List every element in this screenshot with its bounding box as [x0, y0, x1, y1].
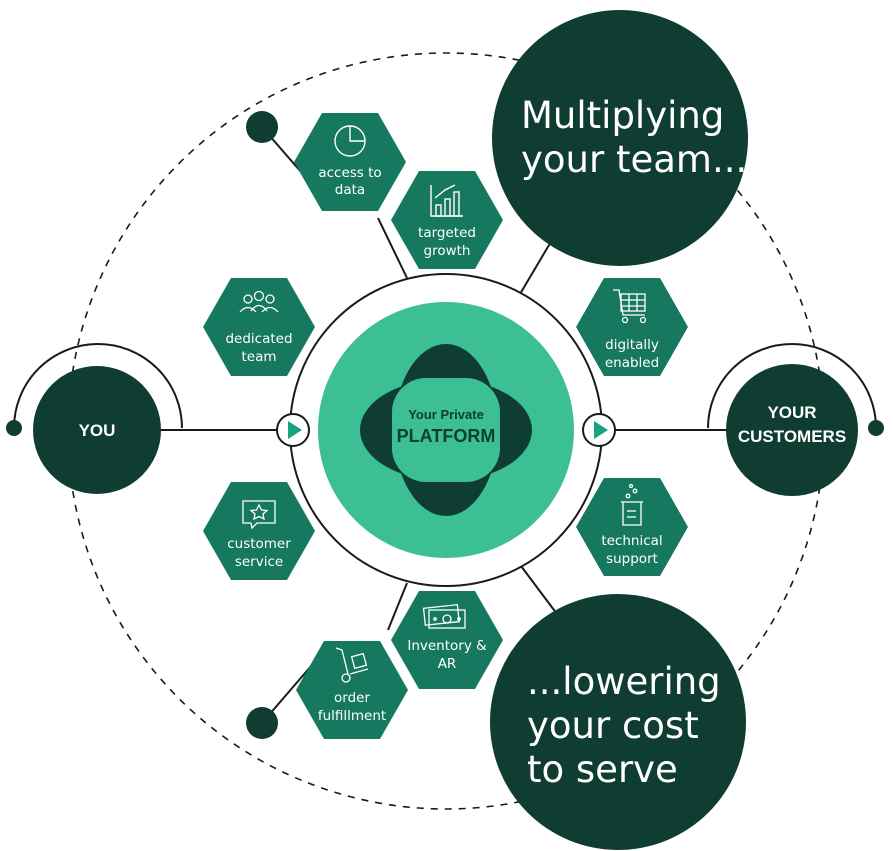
- digitally-enabled-line1: digitally: [605, 337, 659, 353]
- platform-line1: Your Private: [408, 407, 484, 422]
- platform-core: [392, 378, 500, 482]
- bar-chart-icon: [430, 184, 463, 217]
- pie-chart-icon: [334, 125, 366, 157]
- customers-node: YOUR CUSTOMERS: [726, 364, 858, 496]
- customer-service-line1: customer: [227, 536, 291, 552]
- hex-targeted-growth: targeted growth: [391, 171, 503, 269]
- order-fulfillment-line1: order: [334, 690, 370, 706]
- targeted-growth-line2: growth: [424, 243, 471, 259]
- shopping-cart-icon: [613, 289, 647, 324]
- customer-service-line2: service: [235, 554, 283, 570]
- hex-technical-support: technical support: [576, 478, 688, 576]
- headline-bottom-line3: to serve: [527, 748, 678, 791]
- left-end-dot: [6, 420, 22, 436]
- access-data-line2: data: [335, 182, 365, 198]
- you-node: YOU: [33, 366, 161, 494]
- headline-bottom: ...lowering your cost to serve: [490, 594, 746, 850]
- hex-customer-service: customer service: [203, 482, 315, 580]
- dedicated-team-line2: team: [241, 349, 276, 365]
- hex-access-to-data: access to data: [294, 113, 406, 211]
- hex-inventory-ar: Inventory & AR: [391, 591, 503, 689]
- headline-bottom-line2: your cost: [527, 704, 699, 747]
- hand-truck-icon: [335, 647, 369, 683]
- right-end-dot: [868, 420, 884, 436]
- left-arrow-button[interactable]: [276, 413, 310, 447]
- dedicated-team-line1: dedicated: [225, 331, 292, 347]
- right-arrow-button[interactable]: [582, 413, 616, 447]
- headline-top-line2: your team...: [521, 138, 747, 181]
- targeted-growth-line1: targeted: [418, 225, 476, 241]
- hex-digitally-enabled: digitally enabled: [576, 278, 688, 376]
- inventory-ar-line1: Inventory &: [407, 638, 487, 654]
- headline-top-line1: Multiplying: [521, 94, 724, 137]
- technical-support-line1: technical: [601, 533, 662, 549]
- customers-label-line2: CUSTOMERS: [738, 427, 846, 446]
- star-chat-icon: [242, 500, 276, 530]
- team-icon: [239, 290, 279, 313]
- access-data-line1: access to: [318, 165, 381, 181]
- beaker-icon: [621, 483, 643, 526]
- orbit-dot-bottom: [246, 707, 278, 739]
- hex-dedicated-team: dedicated team: [203, 278, 315, 376]
- platform-hub: Your Private PLATFORM: [289, 273, 603, 587]
- customers-label-line1: YOUR: [767, 403, 816, 422]
- play-arrow-icon: [594, 421, 608, 439]
- digitally-enabled-line2: enabled: [605, 355, 659, 371]
- order-fulfillment-line2: fulfillment: [318, 708, 386, 724]
- hex-order-fulfillment: order fulfillment: [296, 641, 408, 739]
- orbit-dot-top: [246, 111, 278, 143]
- platform-line2: PLATFORM: [397, 426, 496, 446]
- cash-icon: [422, 604, 466, 629]
- technical-support-line2: support: [606, 551, 658, 567]
- play-arrow-icon: [288, 421, 302, 439]
- inventory-ar-line2: AR: [438, 656, 457, 672]
- headline-top: Multiplying your team...: [492, 10, 748, 266]
- you-label: YOU: [79, 421, 116, 440]
- headline-bottom-line1: ...lowering: [527, 660, 721, 703]
